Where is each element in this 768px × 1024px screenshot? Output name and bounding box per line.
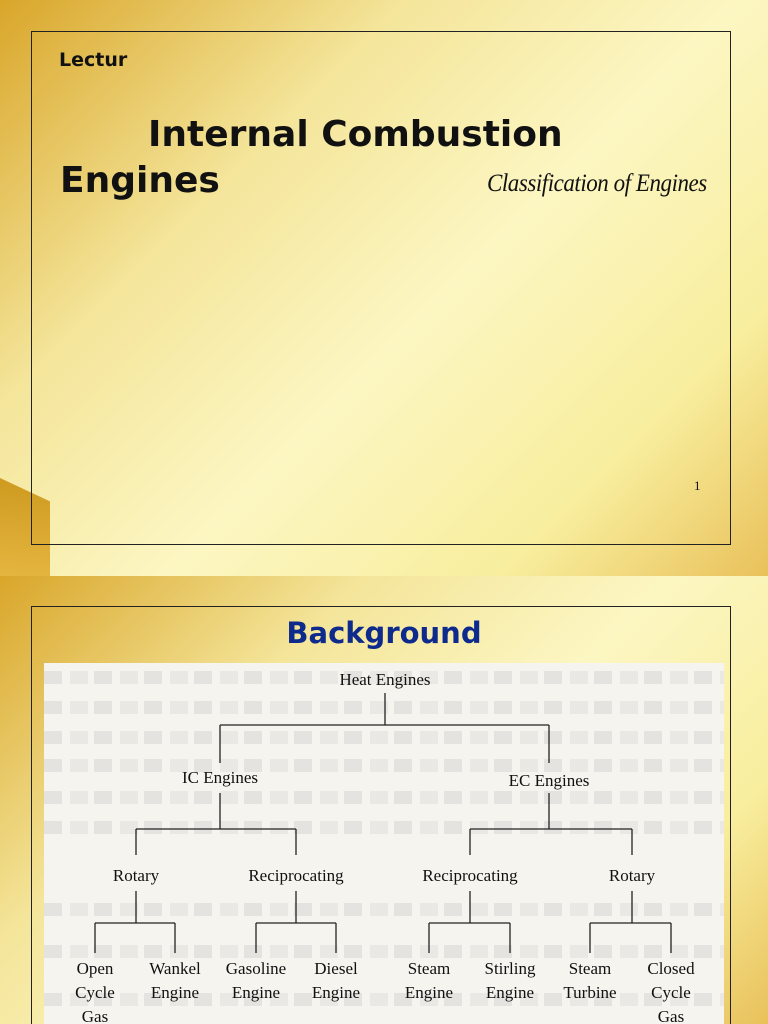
bleed-through-text [44,759,724,772]
node-leaf: Diesel [314,959,358,978]
node-leaf: Steam [408,959,451,978]
node-level1: IC Engines [182,768,258,787]
node-leaf: Steam [569,959,612,978]
node-leaf: Engine [151,983,199,1002]
node-leaf: Cycle [651,983,691,1002]
bleed-through-text [44,945,724,958]
node-level2: Rotary [609,866,656,885]
node-leaf: Engine [312,983,360,1002]
node-leaf: Engine [232,983,280,1002]
node-level2: Reciprocating [422,866,518,885]
node-leaf: Gasoline [226,959,286,978]
node-leaf: Gas [82,1007,108,1024]
node-root: Heat Engines [339,670,430,689]
bleed-through-text [44,791,724,804]
slide-title: Internal Combustion Engines [60,114,563,201]
node-leaf: Open [77,959,114,978]
slide-subtitle: Classification of Engines [487,170,707,197]
node-level1: EC Engines [509,771,590,790]
node-level2: Reciprocating [248,866,344,885]
bleed-through-text [44,993,724,1006]
slide-1-frame [31,31,731,545]
node-leaf: Stirling [484,959,536,978]
node-leaf: Closed [647,959,695,978]
node-level2: Rotary [113,866,160,885]
bleed-through-text [44,671,724,684]
node-leaf: Engine [486,983,534,1002]
slide-1: Lectur Internal Combustion Engines Class… [0,0,768,576]
section-title: Background [286,616,482,650]
bleed-through-text [44,821,724,834]
node-leaf: Wankel [149,959,201,978]
bleed-through-text [44,701,724,714]
node-leaf: Engine [405,983,453,1002]
node-leaf: Turbine [563,983,616,1002]
slide-2-frame [31,606,731,1024]
bleed-through-text [44,903,724,916]
slide-2: Background Heat Engines IC Engines EC Engi… [0,576,768,1024]
lecture-label: Lectur [59,49,128,71]
bleed-through-text [44,731,724,744]
node-leaf: Gas [658,1007,684,1024]
page-number: 1 [694,478,701,493]
node-leaf: Cycle [75,983,115,1002]
